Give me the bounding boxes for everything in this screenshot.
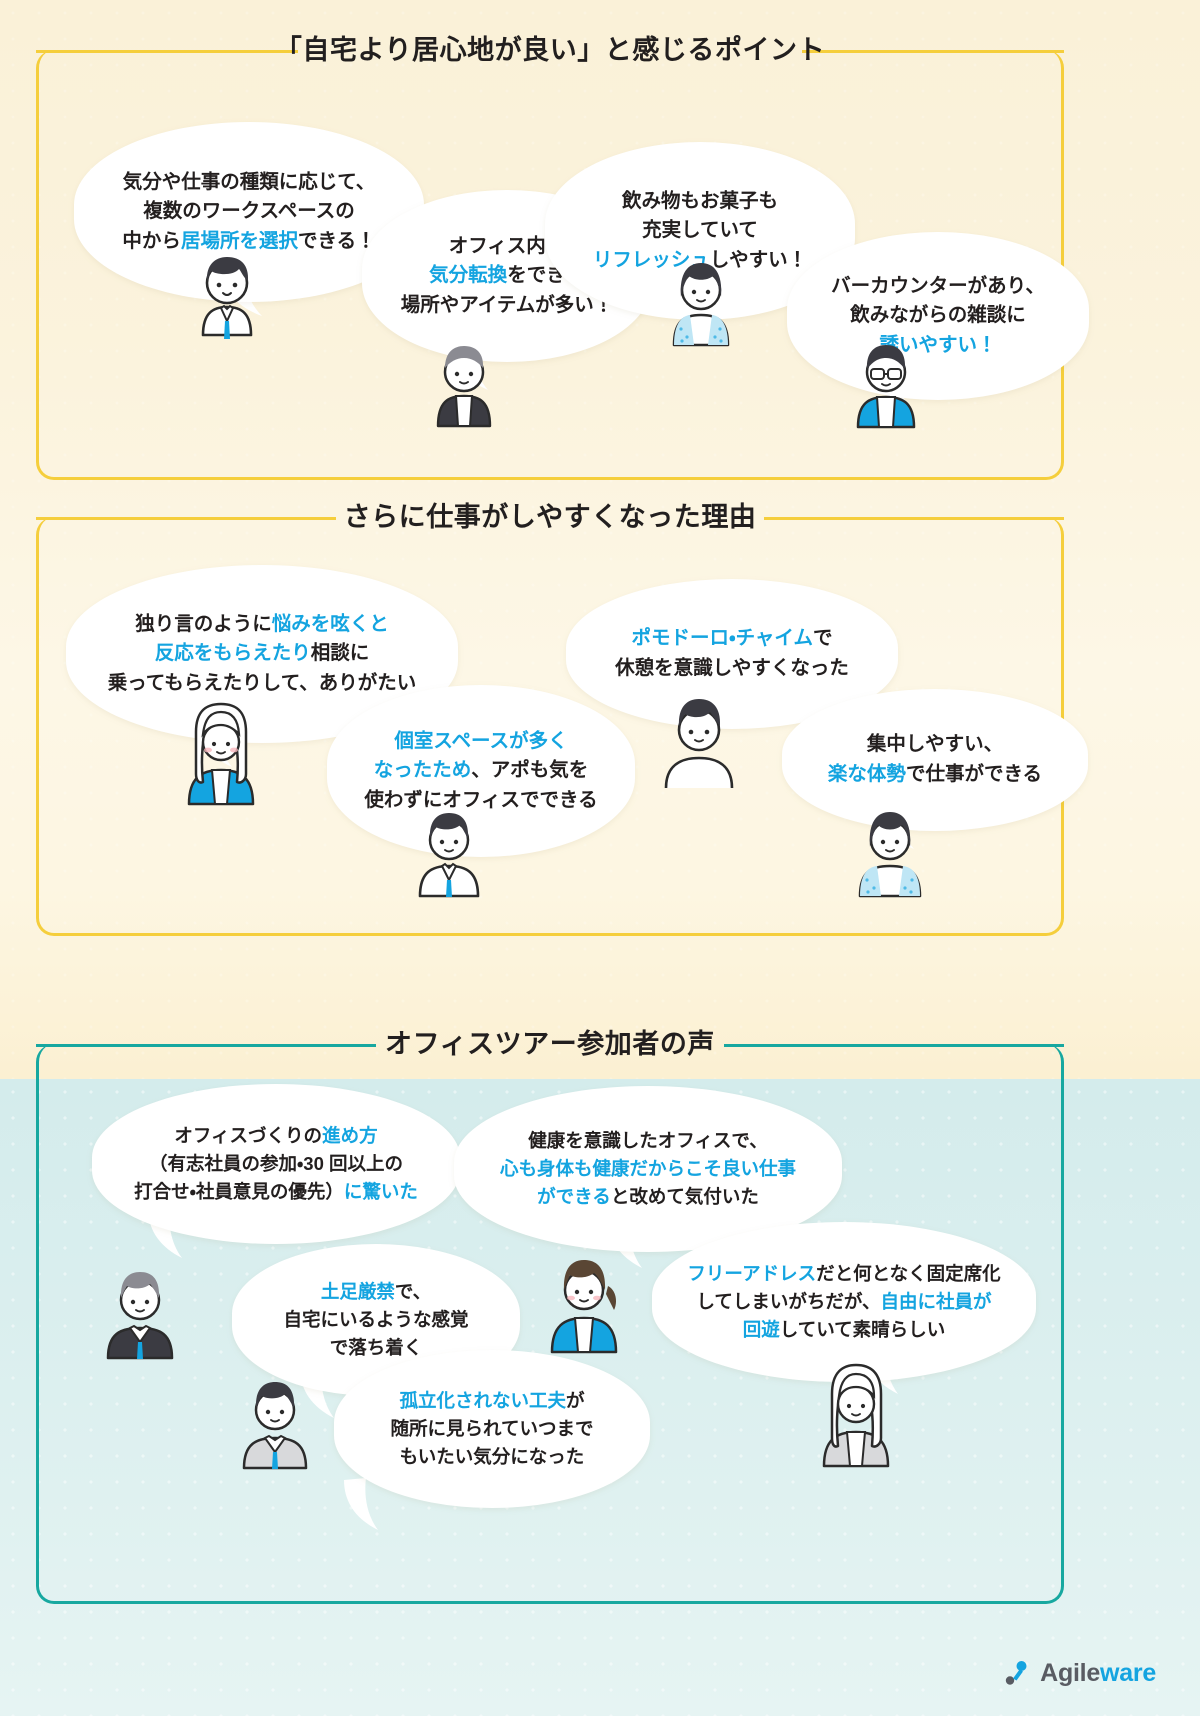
bubble-text: 土足厳禁で、自宅にいるような感覚で落ち着く [283, 1280, 469, 1359]
agileware-dots-icon [1005, 1661, 1027, 1685]
bubble-easier-2: 個室スペースが多くなったため、アポも気を使わずにオフィスでできる [327, 685, 635, 857]
bubble-text: ポモドーロ・チャイムで休憩を意識しやすくなった [615, 627, 849, 679]
bubble-text: 気分や仕事の種類に応じて、複数のワークスペースの中から居場所を選択できる！ [122, 170, 376, 252]
bubble-tour-2: 健康を意識したオフィスで、心も身体も健康だからこそ良い仕事ができると改めて気付い… [454, 1086, 842, 1252]
bubble-tour-1: オフィスづくりの進め方（有志社員の参加・30 回以上の打合せ・社員意見の優先）に… [92, 1084, 460, 1244]
section-tour-rule-left [36, 1044, 376, 1047]
section-tour-rule-right [724, 1044, 1064, 1047]
brand-name: Agileware [1040, 1659, 1156, 1688]
bubble-text: 飲み物もお菓子も充実していてリフレッシュしやすい！ [592, 189, 808, 271]
person-man-tie-short-hair [418, 813, 480, 898]
section-tour: オフィスツアー参加者の声 オフィスづくりの進め方（有志社員の参加・30 回以上の… [36, 1029, 1064, 1604]
bubble-easier-4: 集中しやすい、楽な体勢で仕事ができる [782, 689, 1088, 831]
person-woman-bob-dotted-2 [858, 812, 922, 898]
bubble-tour-4: フリーアドレスだと何となく固定席化してしまいがちだが、自由に社員が回遊していて素… [652, 1222, 1036, 1382]
brand-name-part1: Agile [1040, 1658, 1101, 1687]
section-tour-title: オフィスツアー参加者の声 [385, 1029, 715, 1059]
section-comfort-title: 「自宅より居心地が良い」と感じるポイント [274, 35, 826, 65]
brand-name-part2: ware [1100, 1658, 1156, 1687]
person-woman-bob-dotted [672, 263, 730, 347]
bubble-text: オフィス内に気分転換をできる場所やアイテムが多い！ [400, 234, 614, 316]
person-man-glasses-blue-shirt [856, 345, 916, 429]
bubble-text: バーカウンターがあり、飲みながらの雑談に誘いやすい！ [831, 274, 1045, 356]
section-easier-title: さらに仕事がしやすくなった理由 [343, 502, 757, 532]
person-woman-long-light-hair [822, 1363, 890, 1468]
person-man-plain-dark-hair [664, 699, 734, 789]
person-man-suit-gray-hair [106, 1272, 174, 1360]
person-woman-long-hair-blue [187, 702, 255, 806]
bubble-tour-5: 孤立化されない工夫が随所に見られていつまでもいたい気分になった [334, 1350, 650, 1508]
bubble-text: オフィスづくりの進め方（有志社員の参加・30 回以上の打合せ・社員意見の優先）に… [134, 1124, 418, 1203]
section-comfort-rule-left [36, 50, 298, 53]
bubble-text: 個室スペースが多くなったため、アポも気を使わずにオフィスでできる [364, 729, 598, 811]
person-woman-ponytail-blue [550, 1260, 618, 1354]
bubble-easier-3: ポモドーロ・チャイムで休憩を意識しやすくなった [566, 579, 898, 729]
brand-logo: Agileware [1001, 1658, 1156, 1688]
section-easier-rule-left [36, 517, 336, 520]
bubble-text: 集中しやすい、楽な体勢で仕事ができる [827, 733, 1043, 785]
person-man-jacket-glasses [436, 346, 492, 428]
bubble-comfort-4: バーカウンターがあり、飲みながらの雑談に誘いやすい！ [787, 232, 1089, 400]
person-man-short-hair-tie [201, 257, 253, 339]
bubble-text: 孤立化されない工夫が随所に見られていつまでもいたい気分になった [390, 1389, 594, 1468]
bubble-tail [344, 1478, 378, 1530]
person-man-labcoat-tie [242, 1382, 308, 1470]
section-comfort-rule-right [802, 50, 1064, 53]
section-easier-rule-right [764, 517, 1064, 520]
bubble-text: フリーアドレスだと何となく固定席化してしまいがちだが、自由に社員が回遊していて素… [687, 1262, 1001, 1341]
bubble-text: 健康を意識したオフィスで、心も身体も健康だからこそ良い仕事ができると改めて気付い… [499, 1129, 796, 1208]
bubble-text: 独り言のように悩みを呟くと反応をもらえたり相談に乗ってもらえたりして、ありがたい [107, 612, 417, 694]
